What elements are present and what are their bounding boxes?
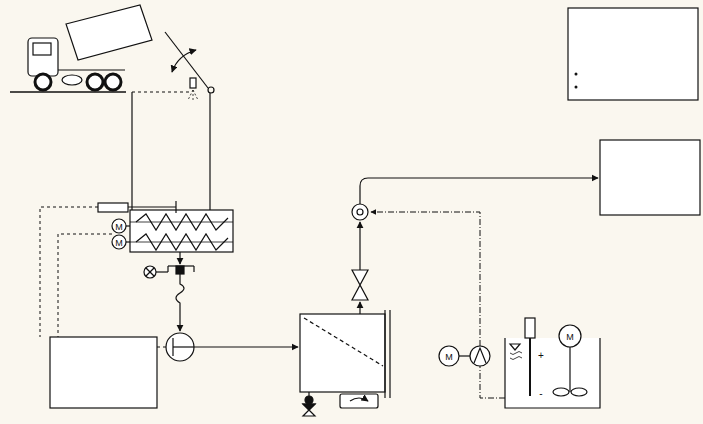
polarity-sign: - [539,389,542,399]
control-cabinet [50,337,157,408]
motor-label: M [445,352,453,361]
motor-label: M [566,332,574,341]
info-box [568,8,698,100]
polarity-sign: + [538,351,544,361]
receiving-hopper [132,32,214,210]
outlet-line [352,178,598,314]
screw-conveyor [98,201,233,252]
dosing-tank [505,318,600,408]
receiving-unit [600,140,700,215]
dump-truck [10,5,152,92]
motor-label: M [115,222,123,231]
motor-label: M [115,238,123,247]
dosing-line [371,212,505,398]
feed-line [144,252,298,361]
control-signal-lines [40,207,166,347]
screen-separator [300,310,390,416]
